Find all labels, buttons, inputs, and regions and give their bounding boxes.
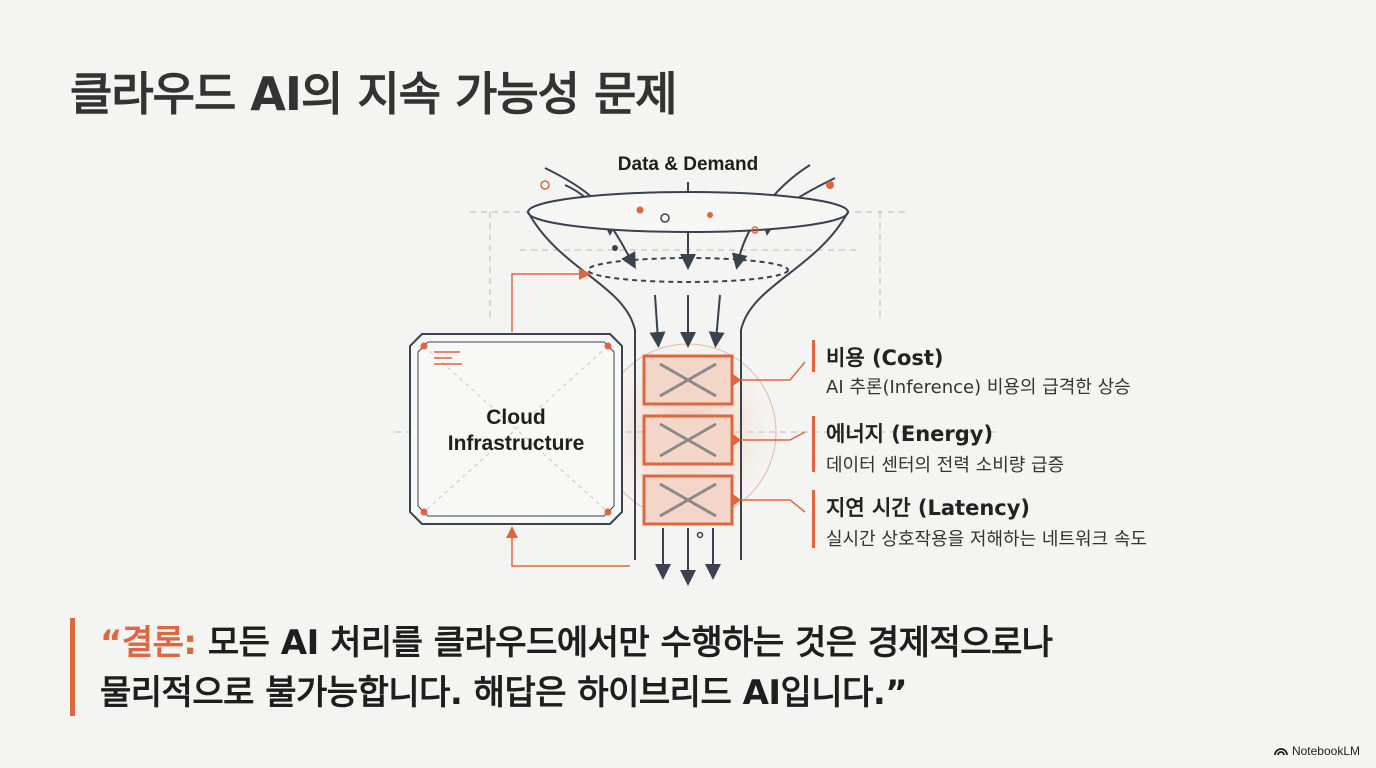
cloud-label-line2: Infrastructure bbox=[448, 432, 585, 455]
brand-watermark: NotebookLM bbox=[1274, 744, 1360, 758]
issue-title: 지연 시간 (Latency) bbox=[826, 496, 1031, 520]
label-connectors bbox=[741, 361, 806, 513]
funnel bbox=[527, 191, 849, 560]
notebooklm-logo-icon bbox=[1274, 748, 1288, 756]
page-title: 클라우드 AI의 지속 가능성 문제 bbox=[70, 67, 678, 121]
conclusion-quote: “결론: 모든 AI 처리를 클라우드에서만 수행하는 것은 경제적으로나 물리… bbox=[100, 618, 1300, 718]
feedback-arrows bbox=[506, 268, 630, 567]
issue-description: AI 추론(Inference) 비용의 급격한 상승 bbox=[826, 377, 1131, 398]
conclusion-line1: 모든 AI 처리를 클라우드에서만 수행하는 것은 경제적으로나 bbox=[196, 623, 1053, 663]
issue-title: 에너지 (Energy) bbox=[826, 422, 994, 446]
cloud-infrastructure-box bbox=[409, 333, 623, 525]
conclusion-open-quote: “ bbox=[100, 623, 122, 663]
issue-title: 비용 (Cost) bbox=[826, 346, 944, 370]
issue-description: 실시간 상호작용을 저해하는 네트워크 속도 bbox=[826, 529, 1147, 550]
conclusion-line2: 물리적으로 불가능합니다. 해답은 하이브리드 AI입니다.” bbox=[100, 673, 908, 713]
cloud-label-line1: Cloud bbox=[486, 406, 545, 429]
funnel-label: Data & Demand bbox=[618, 154, 758, 175]
issue-description: 데이터 센터의 전력 소비량 급증 bbox=[826, 455, 1065, 476]
brand-name: NotebookLM bbox=[1291, 744, 1360, 758]
conclusion-accent-bar bbox=[70, 618, 75, 716]
output-arrows bbox=[655, 528, 721, 586]
data-particles bbox=[540, 180, 834, 539]
conclusion-label: 결론: bbox=[121, 623, 197, 663]
